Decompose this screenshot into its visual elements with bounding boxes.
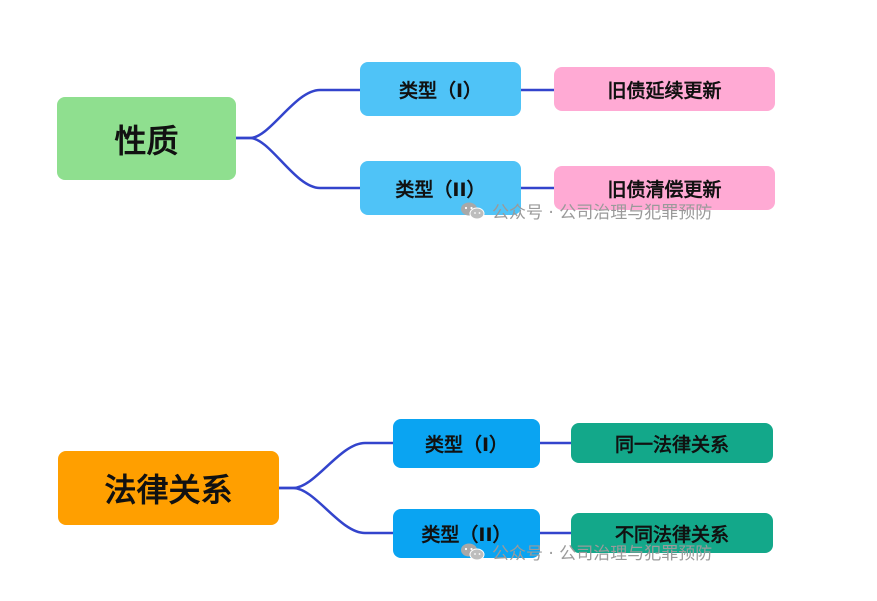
watermark-bottom: 公众号 · 公司治理与犯罪预防: [460, 539, 712, 564]
connector-bottom-root-type1: [279, 441, 395, 490]
type-node-3: 类型（I）: [393, 419, 540, 468]
root-node-nature: 性质: [57, 97, 236, 180]
type-node-2: 类型（II）: [360, 161, 521, 215]
root-node-legal-relation: 法律关系: [58, 451, 279, 525]
connector-top-root-type2: [236, 136, 362, 190]
result-node-2: 旧债清偿更新: [554, 166, 775, 210]
connector-bottom-root-type2: [279, 486, 395, 535]
result-node-4: 不同法律关系: [571, 513, 773, 553]
result-node-3: 同一法律关系: [571, 423, 773, 463]
connector-top-root-type1: [236, 88, 362, 140]
wechat-icon: [460, 201, 486, 221]
type-node-1: 类型（I）: [360, 62, 521, 116]
watermark-text: 公众号 · 公司治理与犯罪预防: [492, 203, 713, 223]
type-node-4: 类型（II）: [393, 509, 540, 558]
watermark-top: 公众号 · 公司治理与犯罪预防: [460, 198, 712, 223]
watermark-text: 公众号 · 公司治理与犯罪预防: [492, 544, 713, 564]
wechat-icon: [460, 542, 486, 562]
result-node-1: 旧债延续更新: [554, 67, 775, 111]
